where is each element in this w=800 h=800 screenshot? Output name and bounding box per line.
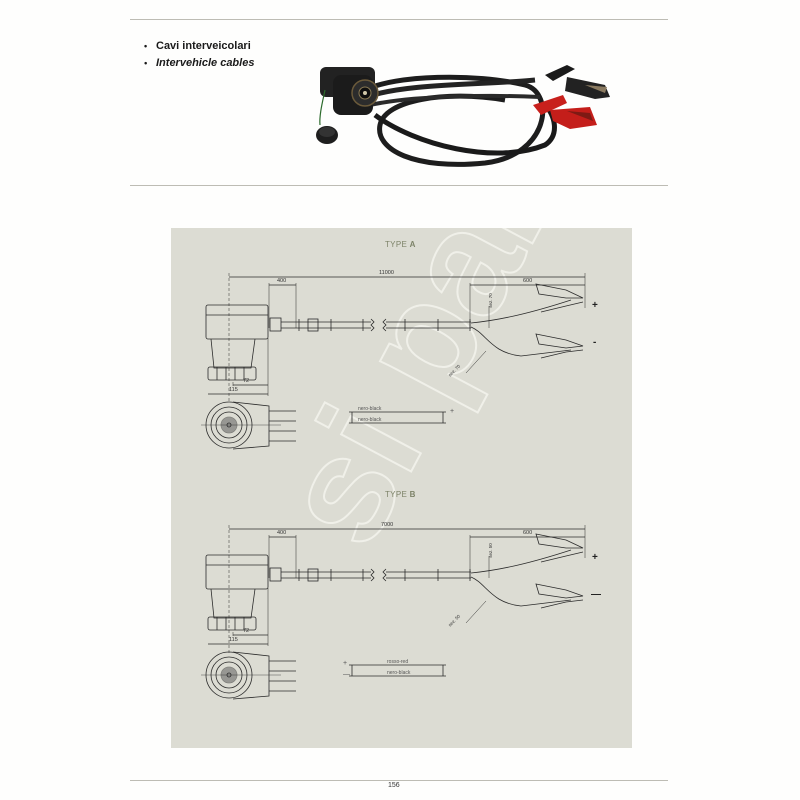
type-b-legend-minus: — (343, 671, 350, 678)
type-a-prefix: TYPE (385, 240, 408, 249)
product-photo (316, 65, 610, 167)
type-a-total-length: 11000 (379, 270, 394, 276)
type-a-drawing (201, 273, 586, 450)
type-b-total-length: 7000 (381, 522, 394, 528)
type-a-dim-72: 72 (243, 378, 250, 384)
type-b-legend-plus: + (343, 660, 348, 667)
bullet-english-title: Intervehicle cables (144, 55, 254, 72)
red-clamp-icon (533, 95, 597, 129)
type-a-title: TYPE A (385, 240, 416, 249)
type-b-legend-top: rosso-red (387, 659, 409, 665)
type-b-minus-sign: — (591, 589, 601, 600)
type-a-legend-top: nero-black (358, 406, 382, 412)
type-b-socket-offset: 400 (277, 530, 287, 536)
type-a-clamp-length: 600 (523, 278, 533, 284)
type-b-section-pos: sez. 50 (487, 543, 493, 558)
top-rule (130, 19, 668, 20)
svg-text:si parts: si parts (247, 228, 632, 569)
type-b-drawing (201, 525, 586, 700)
type-b-title: TYPE B (385, 490, 416, 499)
watermark: si parts (246, 228, 632, 570)
type-b-dim-72: 72 (243, 628, 250, 634)
type-a-dim-115: 115 (229, 387, 238, 393)
cap-icon (316, 89, 338, 144)
type-b-letter: B (409, 490, 416, 499)
type-b-plus-sign: + (592, 552, 598, 563)
type-b-legend-bottom: nero-black (387, 670, 411, 676)
section-rule (130, 185, 668, 186)
type-a-legend-bottom: nero-black (358, 417, 382, 423)
type-a-minus-sign: - (593, 337, 597, 348)
type-a-legend-plus: + (450, 408, 455, 415)
type-b-prefix: TYPE (385, 490, 408, 499)
black-clamp-icon (545, 65, 610, 99)
technical-drawing-panel: si parts (171, 228, 632, 748)
type-a-letter: A (409, 240, 416, 249)
footer-rule (130, 780, 668, 781)
type-b-dim-115: 115 (229, 637, 238, 643)
page-number: 156 (388, 782, 400, 789)
type-a-section-pos: sez. 70 (487, 293, 493, 308)
bullet-italian-title: Cavi interveicolari (144, 38, 254, 55)
type-a-plus-sign: + (592, 300, 598, 311)
bullet-list: Cavi interveicolari Intervehicle cables (144, 38, 254, 72)
socket-icon (320, 67, 379, 115)
drawing-svg: si parts (201, 228, 632, 700)
type-b-clamp-length: 600 (523, 530, 533, 536)
type-a-socket-offset: 400 (277, 278, 287, 284)
